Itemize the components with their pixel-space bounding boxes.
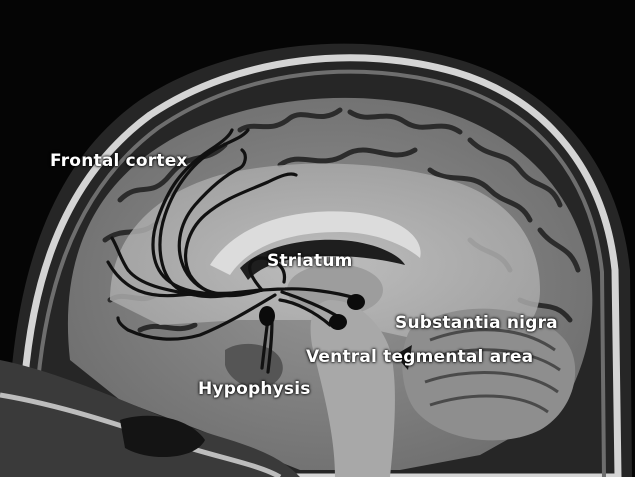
vta-nucleus [329,314,347,330]
label-frontal-cortex: Frontal cortex [50,151,188,171]
substantia-nigra-nucleus [347,294,365,310]
label-substantia-nigra: Substantia nigra [395,313,558,333]
label-hypophysis: Hypophysis [198,379,311,399]
arcuate-nucleus [259,306,275,326]
label-ventral-tegmental-area: Ventral tegmental area [306,347,533,367]
label-striatum: Striatum [267,251,353,271]
